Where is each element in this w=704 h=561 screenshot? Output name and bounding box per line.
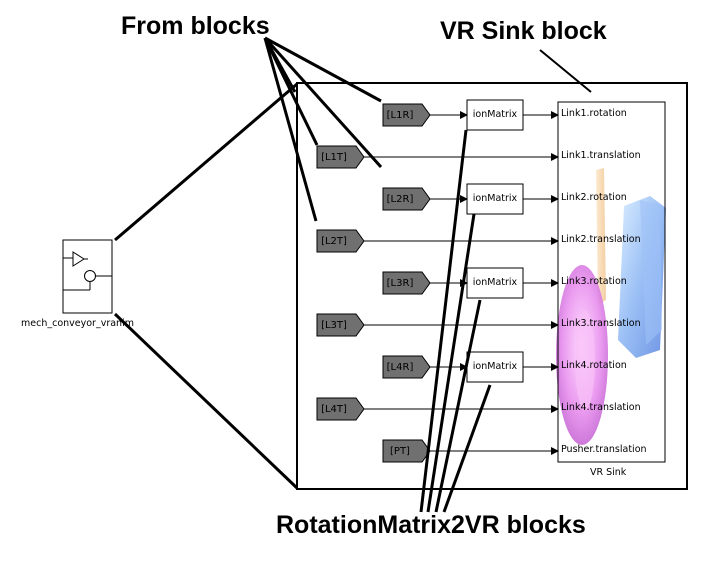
from-tag-label: [L1R] (386, 109, 414, 121)
from-tag-label: [L1T] (321, 151, 347, 163)
vr-callout-line (539, 49, 592, 93)
from-blocks-callout: From blocks (121, 12, 270, 40)
vr-port-label: Link2.rotation (561, 192, 627, 203)
from-blocks (316, 103, 431, 463)
vr-port-label: Link1.translation (561, 150, 641, 161)
rotation-blocks-callout: RotationMatrix2VR blocks (276, 511, 586, 539)
rotation-block-label: ionMatrix (472, 277, 518, 288)
rotation-callout-lines (419, 129, 492, 513)
vr-port-label: Link3.translation (561, 318, 641, 329)
zoom-lines (113, 82, 299, 490)
vr-port-label: Link4.translation (561, 402, 641, 413)
vr-preview-image (556, 168, 666, 445)
from-tag-label: [PT] (390, 445, 410, 457)
from-tag-label: [L2T] (321, 235, 347, 247)
vr-port-label: Link1.rotation (561, 108, 627, 119)
vr-sink-name: VR Sink (590, 467, 627, 478)
zoom-frame (296, 82, 688, 490)
subsystem-block[interactable] (62, 239, 113, 314)
vr-sink-callout: VR Sink block (440, 17, 607, 45)
rotation-block-label: ionMatrix (472, 193, 518, 204)
rotation-blocks (466, 99, 524, 383)
vr-port-label: Link3.rotation (561, 276, 627, 287)
from-tag-label: [L2R] (386, 193, 414, 205)
from-block-l2r[interactable] (382, 187, 431, 211)
signal-lines (364, 111, 559, 455)
rotation-block-label: ionMatrix (472, 361, 518, 372)
from-block-pt[interactable] (382, 439, 431, 463)
rotation-block-label: ionMatrix (472, 109, 518, 120)
from-block-l3r[interactable] (382, 271, 431, 295)
vr-port-label: Link4.rotation (561, 360, 627, 371)
vr-port-label: Link2.translation (561, 234, 641, 245)
from-tag-label: [L4R] (386, 361, 414, 373)
from-block-l3t[interactable] (316, 313, 365, 337)
from-callout-lines (263, 36, 383, 222)
from-tag-label: [L3T] (321, 319, 347, 331)
from-block-l1t[interactable] (316, 145, 365, 169)
from-block-l1r[interactable] (382, 103, 431, 127)
subsystem-label: mech_conveyor_vranim (21, 318, 134, 329)
from-block-l4r[interactable] (382, 355, 431, 379)
vr-port-label: Pusher.translation (561, 444, 647, 455)
from-block-l4t[interactable] (316, 397, 365, 421)
from-tag-label: [L4T] (321, 403, 347, 415)
from-tag-label: [L3R] (386, 277, 414, 289)
from-block-l2t[interactable] (316, 229, 365, 253)
